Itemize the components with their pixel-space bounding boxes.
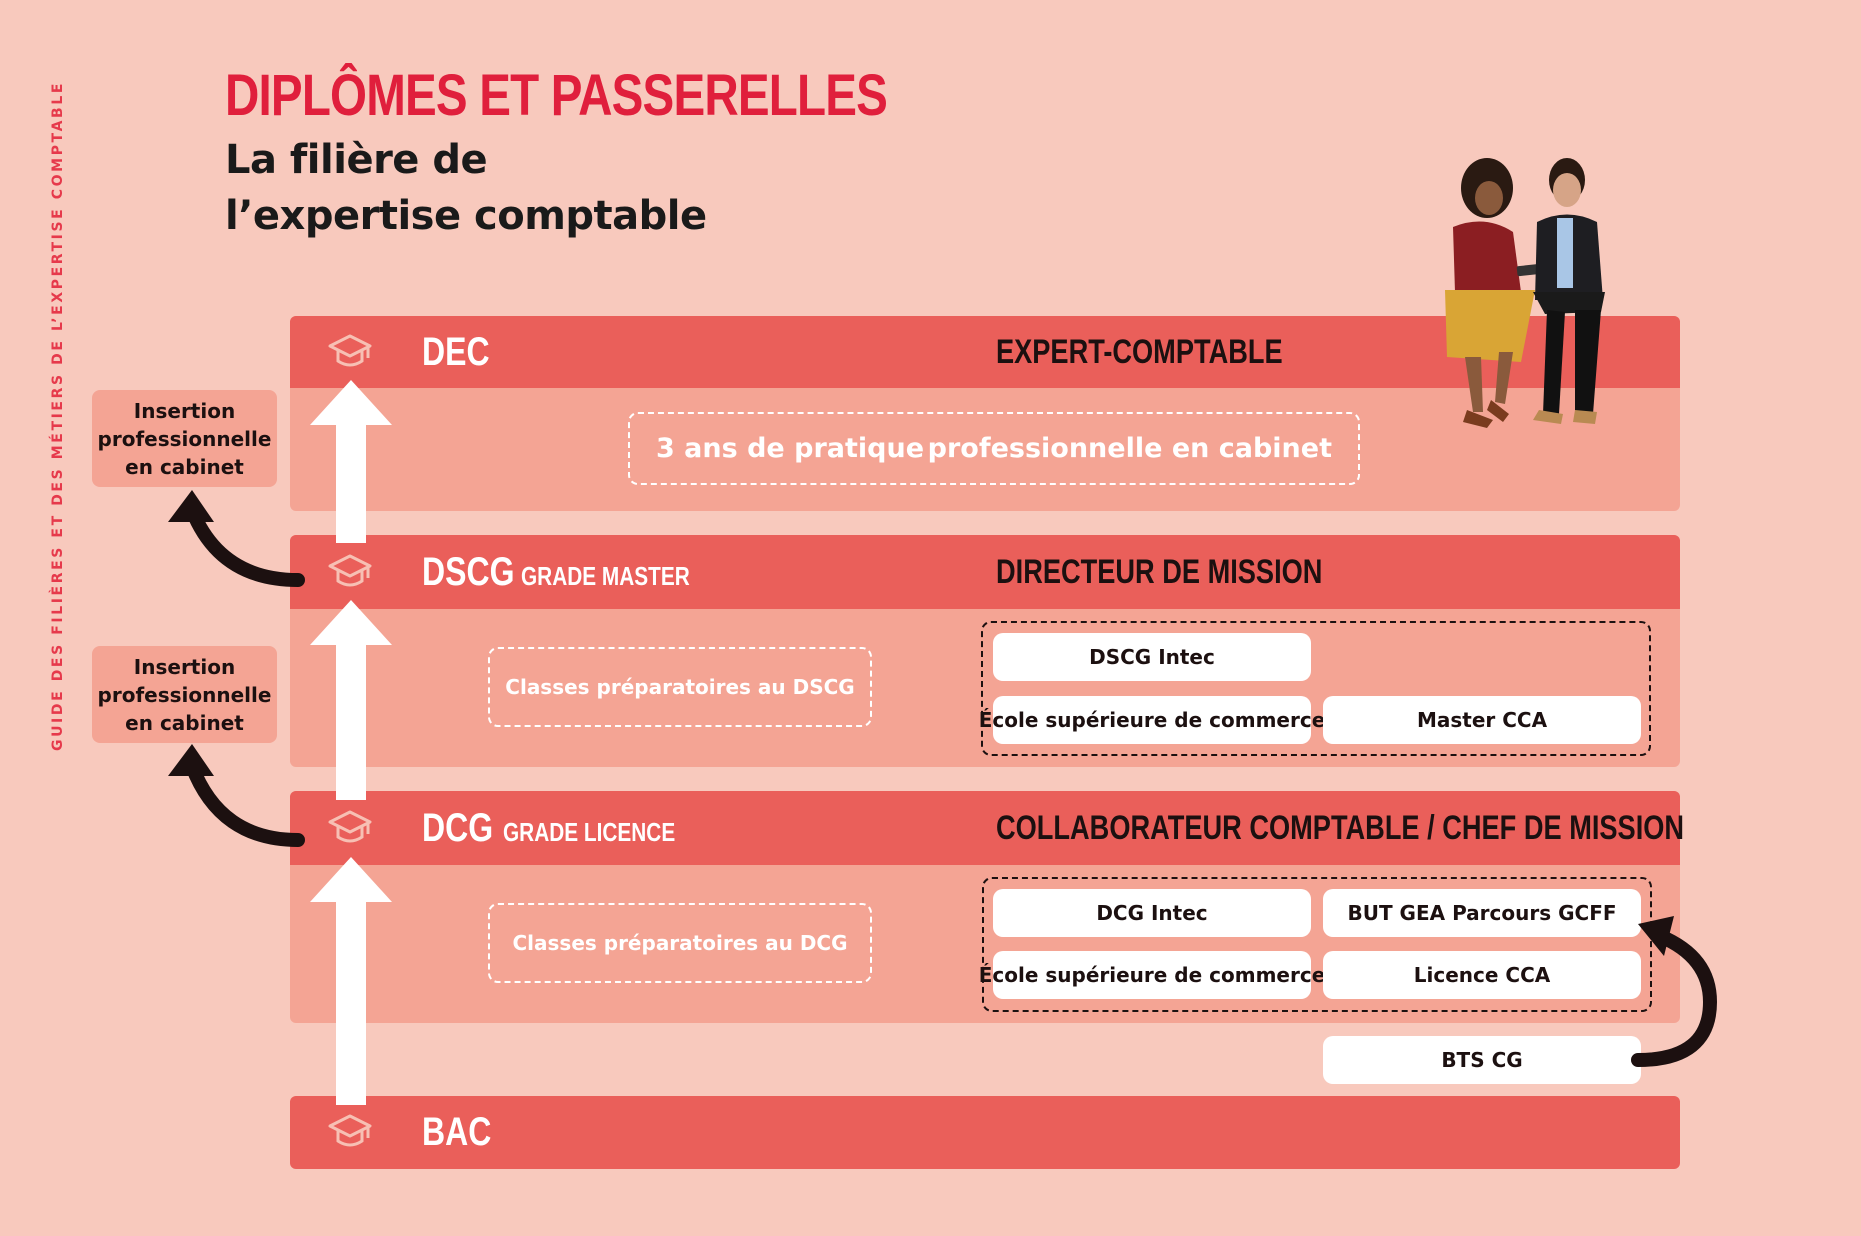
page-title: DIPLÔMES ET PASSERELLES <box>225 63 888 128</box>
path-master-cca: Master CCA <box>1323 696 1641 744</box>
job-title-dcg: COLLABORATEUR COMPTABLE / CHEF DE MISSIO… <box>996 809 1685 847</box>
dscg-band <box>290 535 1680 609</box>
path-but-gea: BUT GEA Parcours GCFF <box>1323 889 1641 937</box>
up-arrow-icon <box>310 380 392 543</box>
path-licence-cca: Licence CCA <box>1323 951 1641 999</box>
path-dscg-intec: DSCG Intec <box>993 633 1311 681</box>
level-name-dscg: DSCG <box>422 550 515 594</box>
graduation-cap-icon <box>328 1114 372 1147</box>
grade-label-dscg: GRADE MASTER <box>521 561 690 591</box>
prep-class-dscg: Classes préparatoires au DSCG <box>488 647 872 727</box>
level-name-bac: BAC <box>422 1110 492 1154</box>
sidebar-vertical-text: GUIDE DES FILIÈRES ET DES MÉTIERS DE L’E… <box>50 72 66 762</box>
path-dcg-intec: DCG Intec <box>993 889 1311 937</box>
job-title-dec: EXPERT-COMPTABLE <box>996 333 1283 371</box>
graduation-cap-icon <box>328 810 372 843</box>
curved-arrow-icon <box>1631 916 1718 1067</box>
level-name-dec: DEC <box>422 330 490 374</box>
grade-label-dcg: GRADE LICENCE <box>503 817 676 847</box>
up-arrow-icon <box>310 600 392 800</box>
job-title-dscg: DIRECTEUR DE MISSION <box>996 553 1323 591</box>
path-bts-cg: BTS CG <box>1323 1036 1641 1084</box>
insertion-box-dec: Insertion professionnelle en cabinet <box>92 390 277 487</box>
up-arrow-icon <box>310 857 392 1105</box>
graduation-cap-icon <box>328 334 372 367</box>
dcg-paths-group <box>982 877 1652 1012</box>
bac-band <box>290 1096 1680 1169</box>
prep-class-dcg: Classes préparatoires au DCG <box>488 903 872 983</box>
curved-arrow-icon <box>168 490 305 587</box>
level-name-dcg: DCG <box>422 806 494 850</box>
graduation-cap-icon <box>328 554 372 587</box>
dscg-paths-group <box>981 621 1651 756</box>
practice-box: 3 ans de pratique professionnelle en cab… <box>628 412 1360 485</box>
page-subtitle: La filière de l’expertise comptable <box>225 137 707 239</box>
curved-arrow-icon <box>168 744 305 847</box>
path-ecole-commerce-dscg: École supérieure de commerce <box>979 696 1325 744</box>
people-illustration <box>1445 158 1605 428</box>
sidebar-label: GUIDE DES FILIÈRES ET DES MÉTIERS DE L’E… <box>50 80 66 752</box>
insertion-box-dscg: Insertion professionnelle en cabinet <box>92 646 277 743</box>
path-ecole-commerce-dcg: École supérieure de commerce <box>979 951 1325 999</box>
practice-text-right: professionnelle en cabinet <box>927 433 1332 464</box>
practice-text-left: 3 ans de pratique <box>656 433 925 464</box>
dcg-band <box>290 791 1680 865</box>
